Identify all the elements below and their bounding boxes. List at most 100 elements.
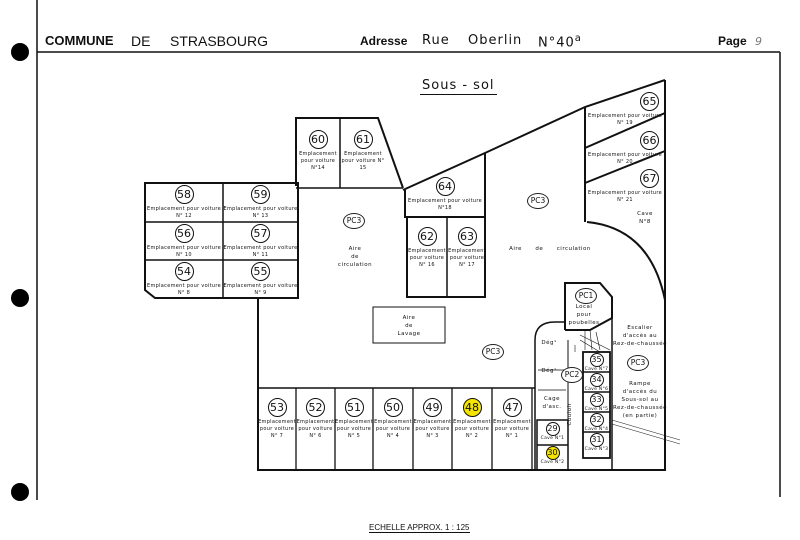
commune-label: COMMUNE (45, 33, 114, 48)
cave-label: Cave N°2 (540, 460, 565, 465)
cave-label: Cave N°1 (540, 436, 565, 441)
address-label: Adresse (360, 34, 408, 48)
parking-spot-label: Emplacement pour voiture N° 4 (374, 419, 412, 439)
de-label: DE (131, 33, 151, 49)
parking-spot-label: Emplacement pour voiture N° 17 (448, 248, 486, 268)
parking-spot-label: Emplacement pour voiture N°18 (408, 198, 482, 211)
parking-spot-label: Emplacement pour voiture N°14 (299, 151, 337, 171)
parking-spot-label: Emplacement pour voiture N° 11 (223, 245, 298, 258)
corridor-label: Couloir (567, 402, 573, 426)
parking-spot-number-badge: 48 (462, 398, 482, 417)
pc3-marker: PC3 (343, 213, 365, 229)
degagement-label: Dég¹ (541, 368, 557, 374)
street-number: N°40a (538, 33, 582, 50)
parking-spot-label: Emplacement pour voiture N° 3 (413, 419, 452, 439)
circulation-area-left: Aire de circulation (337, 246, 373, 268)
washing-area: Aire de Lavage (397, 315, 421, 337)
parking-spot-number-badge: 67 (640, 169, 659, 188)
parking-spot-label: Emplacement pour voiture N° 19 (588, 113, 662, 126)
parking-spot-number-badge: 55 (251, 262, 270, 281)
parking-spot-number-badge: 57 (251, 224, 270, 243)
pc2-marker: PC2 (561, 367, 583, 383)
parking-spot-number-badge: 65 (640, 92, 659, 111)
trash-room: Local pour poubelles (568, 304, 600, 326)
cave-number-badge: 33 (589, 393, 604, 407)
street-name: Oberlin (468, 33, 523, 48)
parking-spot-number-badge: 63 (457, 227, 477, 246)
parking-spot-number-badge: 52 (306, 398, 325, 417)
parking-spot-number-badge: 59 (251, 185, 270, 204)
cave-number-badge: 32 (589, 413, 604, 427)
parking-spot-number-badge: 51 (344, 398, 364, 417)
stairs-label: Escalier d'accès au Rez-de-chaussée (612, 325, 668, 347)
parking-spot-label: Emplacement pour voiture N° 9 (223, 283, 298, 296)
parking-spot-number-badge: 53 (267, 398, 287, 417)
parking-spot-label: Emplacement pour voiture N° 21 (588, 190, 662, 203)
parking-spot-label: Emplacement pour voiture N° 20 (588, 152, 662, 165)
hole-punches (11, 43, 29, 501)
street-number-value: N°40 (538, 35, 575, 51)
page-label: Page (718, 34, 747, 48)
cave-label: Cave N°3 (584, 447, 609, 452)
pc1-marker: PC1 (575, 288, 597, 304)
circulation-area-right: Aire de circulation (509, 246, 591, 252)
cave-number-badge: 35 (589, 353, 604, 367)
pc3-marker: PC3 (527, 193, 549, 209)
street-number-suffix: a (574, 33, 582, 44)
parking-spot-label: Emplacement pour voiture N° 12 (147, 206, 221, 219)
cave-number-badge: 31 (589, 433, 604, 447)
cave-label: Cave N°7 (584, 367, 609, 372)
plan-title: Sous - sol (420, 78, 497, 95)
page-frame (36, 0, 781, 500)
ramp-label: Rampe d'accès du Sous-sol au Rez-de-chau… (612, 381, 668, 419)
hole-punch (11, 483, 29, 501)
cave-label: Cave N°4 (584, 427, 609, 432)
parking-spot-number-badge: 61 (353, 130, 373, 149)
pc3-marker: PC3 (627, 355, 649, 371)
hole-punch (11, 289, 29, 307)
parking-spot-label: Emplacement pour voiture N° 5 (335, 419, 373, 439)
parking-spot-number-badge: 58 (174, 185, 194, 204)
cave-number-badge: 29 (545, 422, 560, 436)
parking-spot-label: Emplacement pour voiture N° 6 (296, 419, 335, 439)
cave-label: Cave N°6 (584, 387, 609, 392)
parking-spot-label: Emplacement pour voiture N° 7 (258, 419, 296, 439)
hole-punch (11, 43, 29, 61)
cave-8-label: Cave N°8 (637, 211, 653, 225)
street-type: Rue (422, 33, 450, 48)
parking-spot-label: Emplacement pour voiture N° 8 (147, 283, 221, 296)
parking-spot-label: Emplacement pour voiture N° 1 (493, 419, 531, 439)
parking-spot-number-badge: 50 (383, 398, 403, 417)
parking-spot-number-badge: 60 (308, 130, 328, 149)
parking-spot-number-badge: 64 (435, 177, 455, 196)
parking-spot-label: Emplacement pour voiture N° 10 (147, 245, 221, 258)
parking-spot-number-badge: 47 (502, 398, 522, 417)
pc3-marker: PC3 (482, 344, 504, 360)
parking-spot-label: Emplacement pour voiture N° 13 (223, 206, 298, 219)
parking-spot-label: Emplacement pour voiture N° 2 (453, 419, 491, 439)
parking-spot-label: Emplacement pour voiture N° 15 (341, 151, 385, 171)
parking-spot-label: Emplacement pour voiture N° 16 (408, 248, 446, 268)
